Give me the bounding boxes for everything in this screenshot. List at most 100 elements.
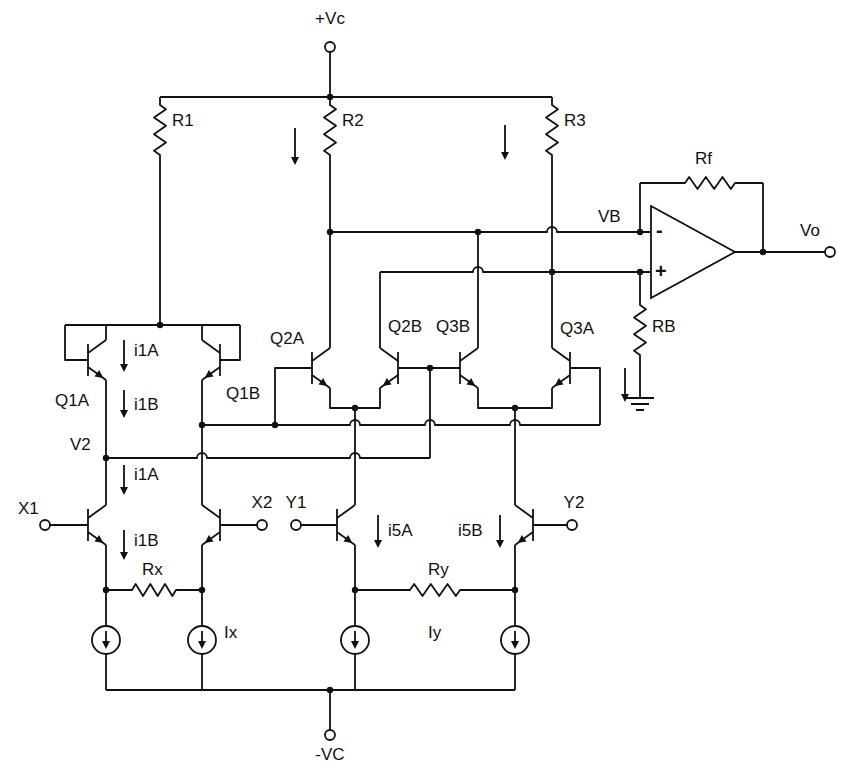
wire <box>105 545 107 690</box>
current-arrow-head <box>120 552 128 560</box>
current-arrow <box>294 128 296 159</box>
op-amp-input-sign: - <box>656 220 663 240</box>
ground-symbol <box>626 398 654 410</box>
node-voltage-label: V2 <box>70 436 91 453</box>
resistor-symbol <box>106 584 202 596</box>
terminal-circle <box>40 520 50 530</box>
wire <box>330 227 650 232</box>
wire <box>105 325 107 505</box>
wire <box>354 545 356 690</box>
resistor-label: Rf <box>695 150 712 167</box>
current-label: i1B <box>134 532 159 549</box>
transistor-label: Q2A <box>270 330 304 347</box>
wire <box>201 325 203 505</box>
input-label: Y2 <box>564 494 585 511</box>
emitter-arrow <box>205 535 214 543</box>
emitter-arrow <box>94 370 103 378</box>
transistor-collector <box>515 505 533 518</box>
junction-dot <box>327 229 333 235</box>
current-label: i1B <box>134 396 159 413</box>
junction-dot <box>157 322 163 328</box>
wire <box>478 388 552 505</box>
transistor-emitter <box>460 375 478 388</box>
wire <box>220 325 240 360</box>
emitter-arrow <box>343 535 352 543</box>
junction-dot <box>272 422 278 428</box>
emitter-arrow <box>383 378 392 386</box>
current-source-arrow-head <box>102 641 110 649</box>
wire <box>570 368 600 425</box>
terminal-circle <box>825 247 835 257</box>
junction-dot <box>199 422 205 428</box>
terminal-circle <box>567 520 577 530</box>
junction-dot <box>512 587 518 593</box>
current-arrow <box>504 125 506 154</box>
current-arrow-head <box>291 157 299 165</box>
transistor-emitter <box>88 367 106 380</box>
junction-dot <box>327 687 333 693</box>
transistor-label: Q3A <box>560 320 594 337</box>
emitter-arrow <box>318 378 327 386</box>
wire <box>330 388 380 505</box>
input-label: X1 <box>18 500 39 517</box>
op-amp: -+ <box>650 205 738 300</box>
wire <box>380 267 650 272</box>
wire <box>65 325 88 360</box>
op-amp-outline <box>650 205 738 300</box>
transistor-emitter <box>380 375 398 388</box>
junction-dot <box>199 587 205 593</box>
resistor-label: Ry <box>428 561 449 578</box>
junction-dot <box>760 249 766 255</box>
junction-dot <box>549 269 555 275</box>
wire <box>477 232 479 348</box>
transistor-collector <box>460 348 478 361</box>
resistor-label: Rx <box>142 561 163 578</box>
wire <box>329 232 331 348</box>
current-arrow-head <box>120 487 128 495</box>
current-source <box>188 626 216 654</box>
wire <box>301 524 337 526</box>
resistor-symbol <box>634 272 646 398</box>
current-source-arrow-head <box>351 641 359 649</box>
transistor-label: Q2B <box>388 318 422 335</box>
wire <box>275 368 312 425</box>
current-source-arrow-head <box>511 641 519 649</box>
junction-dot <box>427 365 433 371</box>
transistor-collector <box>88 505 106 518</box>
junction-dot <box>327 94 333 100</box>
resistor-label: R2 <box>342 112 364 129</box>
wire <box>639 183 641 232</box>
emitter-arrow <box>555 378 564 386</box>
transistor-emitter <box>515 532 533 545</box>
transistor-collector <box>312 348 330 361</box>
current-arrow <box>123 530 125 554</box>
transistor-emitter <box>202 367 220 380</box>
supply-rail <box>106 690 515 730</box>
current-label: i1A <box>134 466 159 483</box>
current-arrow-head <box>496 540 504 548</box>
supply-rail <box>160 96 552 98</box>
wire <box>202 420 600 425</box>
output-wire <box>735 251 825 253</box>
current-source <box>92 626 120 654</box>
input-label: X2 <box>252 494 273 511</box>
junction-dot <box>637 269 643 275</box>
resistor-label: R1 <box>172 112 194 129</box>
wire <box>533 524 567 526</box>
resistor-symbol <box>355 584 515 596</box>
current-arrow <box>624 368 626 396</box>
current-arrow-head <box>374 540 382 548</box>
transistor-collector <box>88 340 106 353</box>
current-arrow <box>123 340 125 366</box>
op-amp-input-sign: + <box>655 261 667 281</box>
transistor-emitter <box>312 375 330 388</box>
wire <box>379 272 381 348</box>
junction-dot <box>352 587 358 593</box>
transistor-emitter <box>337 532 355 545</box>
resistor-symbol <box>154 97 166 325</box>
wire <box>762 183 764 252</box>
resistor-label: R3 <box>564 112 586 129</box>
current-arrow <box>499 515 501 542</box>
input-label: Y1 <box>286 494 307 511</box>
